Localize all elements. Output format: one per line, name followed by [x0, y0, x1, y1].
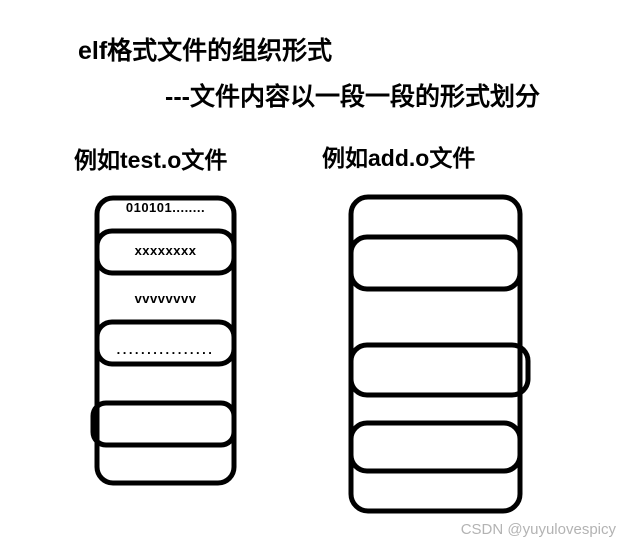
file-segment-test-o-3 [94, 319, 237, 367]
file-segment-add-o-3 [348, 342, 531, 398]
file-segment-add-o-1 [348, 234, 523, 292]
file-box-outline-add-o [348, 194, 523, 514]
segment-label-2: vvvvvvvv [134, 291, 197, 306]
file-segment-test-o-5 [90, 400, 237, 448]
file-box-outline-test-o [94, 195, 237, 486]
caption-add-o-file: 例如add.o文件 [322, 145, 476, 171]
caption-test-o-file: 例如test.o文件 [74, 147, 228, 173]
segment-label-3: ................ [116, 342, 215, 357]
file-segment-add-o-5 [348, 420, 523, 474]
csdn-watermark: CSDN @yuyulovespicy [460, 521, 616, 538]
page-subtitle: ---文件内容以一段一段的形式划分 [165, 83, 540, 111]
segment-label-0: 010101........ [125, 200, 206, 215]
segment-label-1: xxxxxxxx [134, 243, 197, 258]
file-segment-test-o-1 [94, 228, 237, 276]
page-title: elf格式文件的组织形式 [78, 37, 333, 65]
